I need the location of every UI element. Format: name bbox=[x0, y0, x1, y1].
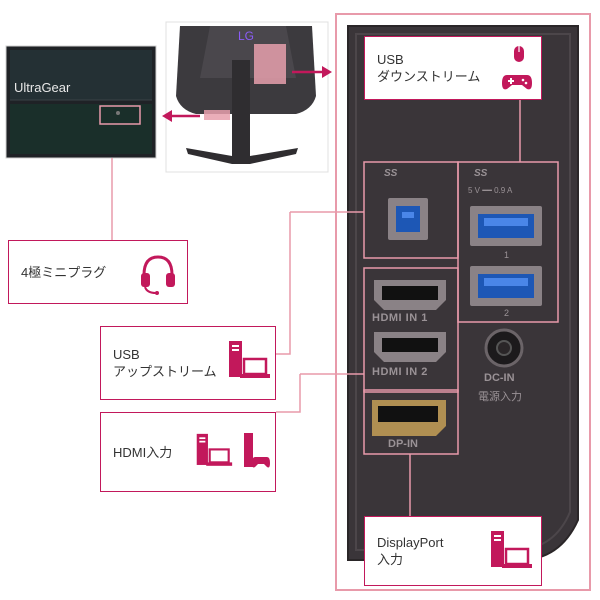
svg-text:LG: LG bbox=[238, 29, 254, 43]
pc-laptop-icon bbox=[229, 341, 270, 378]
console-icon bbox=[244, 433, 270, 468]
gamepad-icon bbox=[502, 75, 532, 90]
callout-usb-downstream: USB ダウンストリーム bbox=[364, 36, 542, 100]
label-ss-right: SS bbox=[474, 168, 488, 179]
pc-laptop-icon-2 bbox=[196, 433, 233, 466]
callout-usb-upstream-label: USB アップストリーム bbox=[113, 347, 217, 379]
callout-headphone-label: 4極ミニプラグ bbox=[21, 264, 107, 280]
monitor-stand-base bbox=[186, 148, 298, 164]
pc-laptop-icon-3 bbox=[491, 531, 532, 568]
label-port-num-2: 2 bbox=[504, 308, 510, 318]
callout-usb-upstream: USB アップストリーム bbox=[100, 326, 276, 400]
headset-icon bbox=[141, 255, 175, 295]
callout-displayport: DisplayPort 入力 bbox=[364, 516, 542, 586]
label-hdmi1: HDMI IN 1 bbox=[372, 312, 428, 324]
panel-frame bbox=[335, 13, 591, 591]
callout-displayport-label: DisplayPort 入力 bbox=[377, 535, 444, 567]
label-dc-in-jp: 電源入力 bbox=[478, 391, 522, 403]
callout-hdmi-input: HDMI入力 bbox=[100, 412, 276, 492]
label-dp-in: DP-IN bbox=[388, 438, 418, 450]
callout-hdmi-input-label: HDMI入力 bbox=[113, 444, 173, 460]
callout-headphone: 4極ミニプラグ bbox=[8, 240, 188, 304]
label-port-num-1: 1 bbox=[504, 250, 510, 260]
label-dc-in: DC-IN bbox=[484, 372, 515, 384]
monitor-brand: UltraGear bbox=[14, 80, 71, 95]
monitor-port-highlight bbox=[254, 44, 286, 84]
label-usb-power: 5 V ━━ 0.9 A bbox=[468, 186, 513, 195]
label-hdmi2: HDMI IN 2 bbox=[372, 366, 428, 378]
label-ss-left: SS bbox=[384, 168, 398, 179]
monitor-stand-neck bbox=[232, 60, 250, 160]
mouse-icon bbox=[514, 46, 524, 62]
callout-usb-downstream-label: USB ダウンストリーム bbox=[377, 52, 481, 84]
